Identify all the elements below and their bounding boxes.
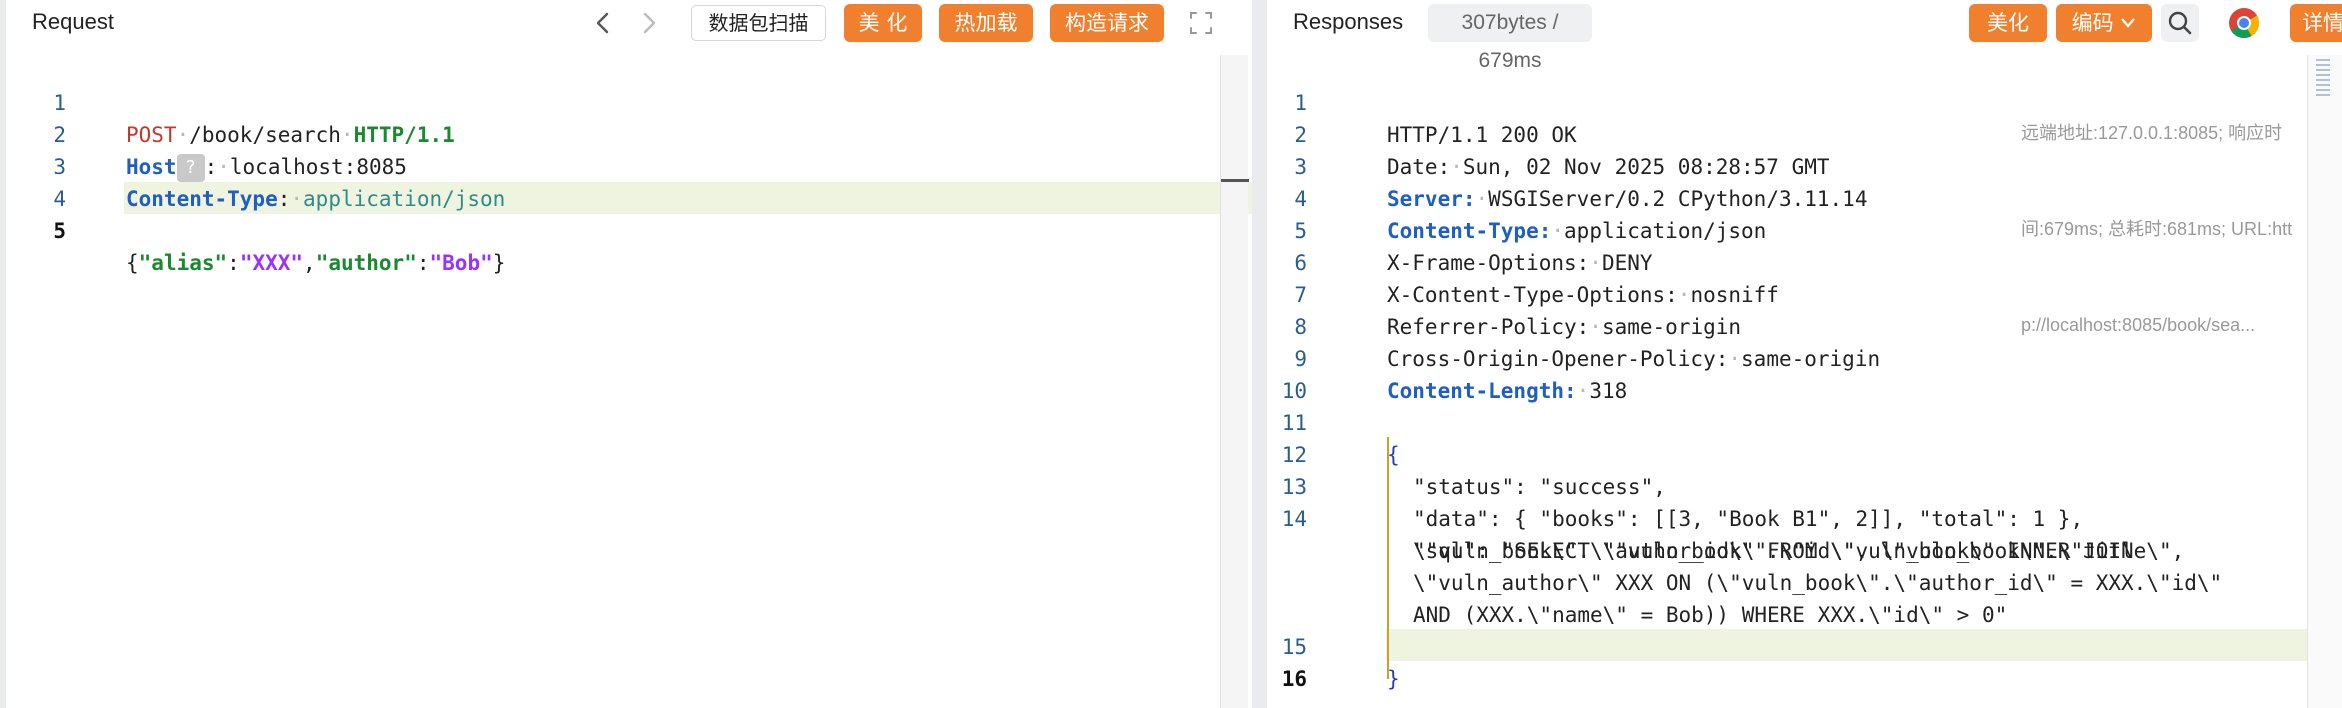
response-line-6: 6 X-Content-Type-Options:·nosniff [1294, 251, 1779, 307]
construct-request-button[interactable]: 构造请求 [1050, 4, 1164, 42]
search-icon[interactable] [2161, 4, 2199, 42]
response-editor[interactable]: 1 HTTP/1.1 200 OK 2 Date:·Sun, 02 Nov 20… [1267, 55, 2342, 708]
fullscreen-icon[interactable] [1186, 6, 1216, 40]
response-title: Responses [1293, 9, 1404, 34]
response-line-8: 8 Cross-Origin-Opener-Policy:·same-origi… [1294, 315, 1881, 371]
request-editor[interactable]: 1 POST·/book/search·HTTP/1.1 2 Host?:·lo… [6, 55, 1252, 708]
response-line-9: 9 Content-Length:·318 [1294, 347, 1628, 403]
request-line-2: 2 Host?:·localhost:8085 [6, 87, 1252, 182]
request-line-1: 1 POST·/book/search·HTTP/1.1 [53, 91, 455, 147]
response-line-12: 12 "status": "success", [1281, 443, 1666, 499]
request-line-4: 4 [53, 187, 66, 211]
current-line-highlight [1386, 629, 2324, 661]
response-line-11: 11 { [1281, 411, 1400, 467]
response-line-1: 1 HTTP/1.1 200 OK [1294, 91, 1577, 147]
request-pane: Request 数据包扫描 美 化 热加载 构造请求 1 POST·/book/… [6, 0, 1252, 708]
response-line-5: 5 X-Frame-Options:·DENY [1294, 219, 1653, 275]
response-line-10: 10 [1281, 379, 1307, 403]
request-toolbar: Request 数据包扫描 美 化 热加载 构造请求 [6, 0, 1252, 46]
detail-button[interactable]: 详情 [2290, 4, 2342, 42]
response-line-4: 4 Content-Type:·application/json [1294, 187, 1767, 243]
chrome-icon[interactable] [2227, 6, 2261, 40]
response-minimap[interactable] [2307, 55, 2342, 708]
indent-guide [1387, 437, 1389, 679]
response-beautify-button[interactable]: 美化 [1969, 4, 2047, 42]
request-title: Request [32, 9, 114, 34]
chevron-down-icon [2121, 18, 2136, 28]
response-line-13: 13 "data": { "books": [[3, "Book B1", 2]… [1281, 475, 2084, 531]
response-line-14-wrap-2: \"vuln_author\" XXX ON (\"vuln_book\".\"… [1413, 571, 2223, 595]
request-scrollbar[interactable] [1220, 55, 1249, 708]
response-line-16: 16 [1281, 667, 1307, 691]
response-line-14-wrap-3: AND (XXX.\"name\" = Bob)) WHERE XXX.\"id… [1413, 603, 2008, 627]
forward-icon[interactable] [634, 6, 664, 40]
request-line-5: 5 {"alias":"XXX","author":"Bob"} [53, 219, 506, 275]
encoding-dropdown[interactable]: 编码 [2056, 4, 2152, 42]
response-line-2: 2 Date:·Sun, 02 Nov 2025 08:28:57 GMT [1294, 123, 1830, 179]
response-size-badge: 307bytes / 679ms [1428, 4, 1592, 72]
response-line-7: 7 Referrer-Policy:·same-origin [1294, 283, 1742, 339]
response-toolbar: Responses 307bytes / 679ms 美化 编码 详情 [1267, 0, 2342, 72]
request-line-3: 3 Content-Type:·application/json [53, 155, 506, 211]
response-line-14-wrap-1: \"vuln_book\".\"author_id\" FROM \"vuln_… [1413, 539, 2134, 563]
response-meta-note: 远端地址:127.0.0.1:8085; 响应时 间:679ms; 总耗时:68… [2021, 123, 2293, 335]
help-badge: ? [176, 154, 205, 182]
response-line-15: 15 } [1281, 635, 1400, 691]
back-icon[interactable] [588, 6, 618, 40]
current-line-highlight [124, 182, 1252, 214]
beautify-button[interactable]: 美 化 [844, 4, 922, 42]
response-line-3: 3 Server:·WSGIServer/0.2 CPython/3.11.14 [1294, 155, 1868, 211]
packet-scan-button[interactable]: 数据包扫描 [691, 5, 826, 41]
hot-reload-button[interactable]: 热加载 [939, 4, 1033, 42]
response-pane: Responses 307bytes / 679ms 美化 编码 详情 1 HT… [1267, 0, 2342, 708]
response-line-14: 14 "sql": "SELECT \"vuln_book\".\"id\", … [1281, 507, 2185, 563]
